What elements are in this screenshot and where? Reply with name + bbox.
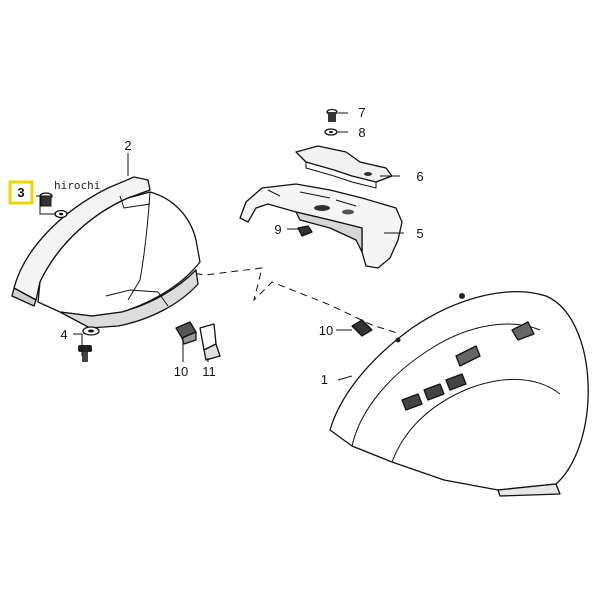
part-5-handle-bracket [239,183,403,269]
assembly-guide-line [159,267,398,334]
callout-10-left: 10 [174,364,188,379]
part-6-mounting-plate [295,145,393,189]
callout-6: 6 [416,169,423,184]
part-2-inner-panel [11,176,201,329]
callout-4: 4 [60,327,67,342]
callout-3: 3 [17,185,24,200]
leader-lines [36,112,404,381]
part-10-clip-right [351,319,373,337]
callout-1: 1 [321,372,328,387]
watermark: hirochi [54,179,100,192]
callout-8: 8 [358,125,365,140]
part-11-bracket [199,323,221,361]
part-8-washer [324,128,338,136]
callout-9: 9 [274,222,281,237]
part-10-clip-left [175,321,197,345]
part-1-outer-fairing [329,291,589,497]
part-7-screw [326,108,338,122]
callout-7: 7 [358,105,365,120]
part-4-screw [78,326,100,362]
callout-11: 11 [202,364,216,379]
callout-3-highlight [8,180,34,205]
callout-10-right: 10 [319,323,333,338]
callout-2: 2 [124,138,131,153]
callout-5: 5 [416,226,423,241]
part-9-nut [297,225,313,237]
